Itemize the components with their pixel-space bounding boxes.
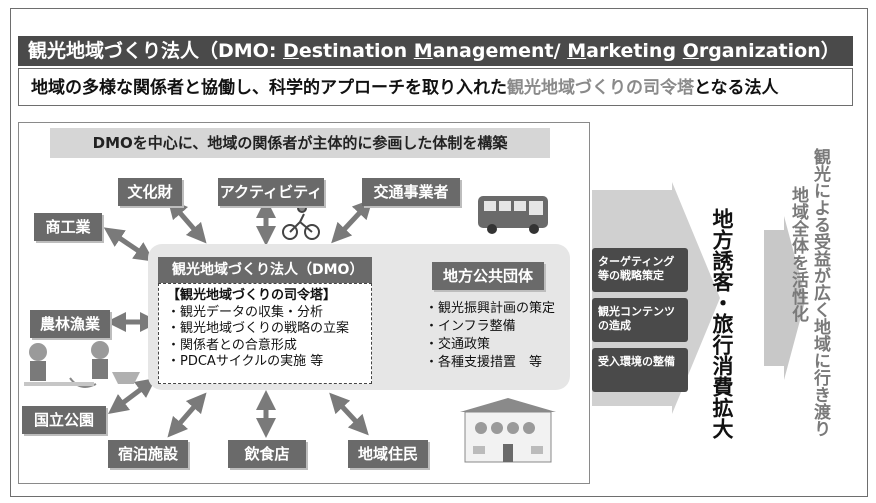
gov-title: 地方公共団体 (432, 262, 544, 290)
arrow-residents (329, 392, 369, 436)
dmo-title: 観光地域づくり法人（DMO） (158, 257, 372, 283)
house-icon (460, 398, 556, 463)
gov-item: ・各種支援措置 等 (425, 355, 543, 370)
step-environment: 受入環境の整備 (592, 348, 688, 392)
gov-item: ・観光振興計画の策定 (425, 301, 556, 316)
subtitle: 地域の多様な関係者と協働し、科学的アプローチを取り入れた観光地域づくりの司令塔と… (18, 68, 853, 106)
cyclist-icon (282, 203, 320, 240)
step-strategy: ターゲティング等の戦略策定 (592, 248, 688, 292)
arrow-park (108, 378, 156, 414)
gov-item: ・インフラ整備 (425, 319, 516, 334)
outcome-arrow (764, 216, 806, 380)
arrow-commerce (103, 227, 155, 262)
dmo-item: ・観光地域づくりの戦略の立案 (167, 321, 350, 336)
dmo-roles: 【観光地域づくりの司令塔】 ・観光データの収集・分析 ・観光地域づくりの戦略の立… (158, 283, 372, 384)
outcome-visitors: 地方誘客・旅行消費拡大 (710, 208, 734, 439)
stakeholder-transport: 交通事業者 (362, 178, 460, 206)
arrow-culture (167, 198, 207, 244)
stakeholder-commerce: 商工業 (34, 213, 102, 241)
structure-banner: DMOを中心に、地域の関係者が主体的に参画した体制を構築 (50, 128, 550, 158)
stakeholder-park: 国立公園 (22, 406, 106, 434)
dmo-item: ・観光データの収集・分析 (167, 304, 324, 320)
dmo-heading: 【観光地域づくりの司令塔】 (167, 288, 337, 303)
page-title: 観光地域づくり法人（DMO: Destination Management/ M… (18, 36, 853, 66)
arrow-transport (331, 198, 373, 244)
outcome-revitalize: 地域全体を活性化 (788, 186, 808, 322)
gov-item: ・交通政策 (425, 337, 491, 352)
stakeholder-activity: アクティビティ (218, 178, 324, 206)
stakeholder-food: 飲食店 (228, 440, 306, 468)
farmers-icon (24, 341, 140, 388)
stakeholder-lodging: 宿泊施設 (108, 440, 188, 468)
stakeholder-agri: 農林漁業 (30, 310, 110, 338)
dmo-item: ・PDCAサイクルの実施 等 (167, 354, 324, 369)
step-content: 観光コンテンツの造成 (592, 298, 688, 342)
stakeholder-residents: 地域住民 (348, 440, 428, 468)
gov-roles: ・観光振興計画の策定 ・インフラ整備 ・交通政策 ・各種支援措置 等 (425, 300, 555, 372)
stakeholder-culture: 文化財 (118, 178, 182, 206)
bus-icon (478, 196, 548, 234)
dmo-item: ・関係者との合意形成 (167, 337, 297, 353)
arrow-lodging (167, 392, 207, 438)
outcome-benefit: 観光による受益が広く地域に行き渡り (810, 148, 830, 437)
